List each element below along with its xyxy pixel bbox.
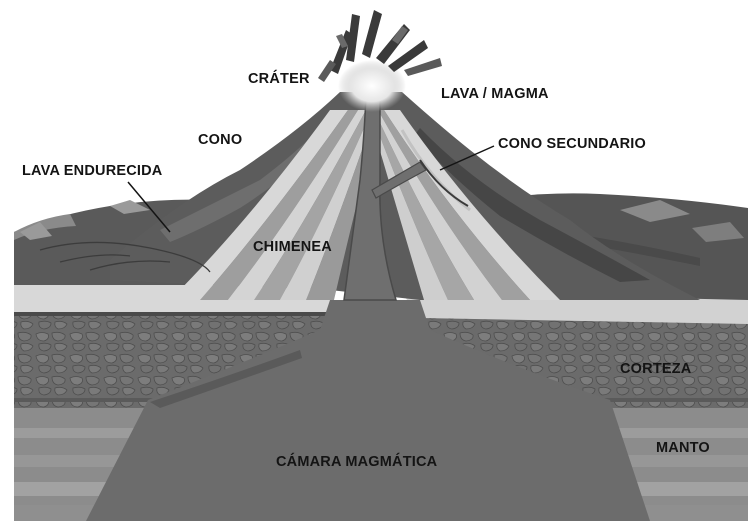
label-corteza: CORTEZA bbox=[620, 361, 691, 377]
label-cono: CONO bbox=[198, 132, 242, 148]
label-manto: MANTO bbox=[656, 440, 710, 456]
label-chimenea: CHIMENEA bbox=[253, 239, 332, 255]
label-lava-endurecida: LAVA ENDURECIDA bbox=[22, 163, 162, 179]
label-cono-secundario: CONO SECUNDARIO bbox=[498, 136, 646, 152]
label-lava-magma: LAVA / MAGMA bbox=[441, 86, 549, 102]
label-crater: CRÁTER bbox=[248, 71, 310, 87]
label-camara-magmatica: CÁMARA MAGMÁTICA bbox=[276, 454, 437, 470]
